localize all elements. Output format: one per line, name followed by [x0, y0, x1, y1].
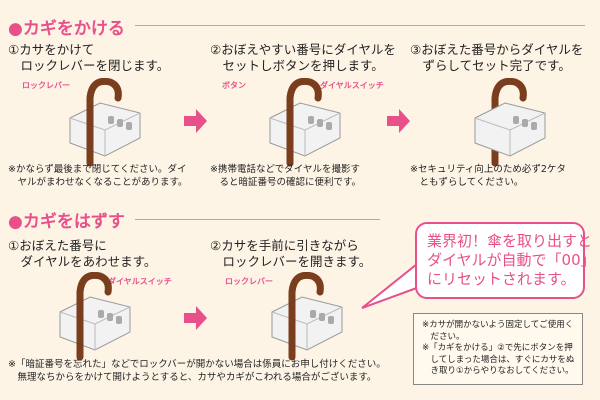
lock-note-1: ※かならず最後まで閉じてください。ダイ ヤルがまわせなくなることがあります。 [8, 164, 188, 188]
reset-callout: 業界初！傘を取り出すと ダイヤルが自動で「00」 にリセットされます。 [415, 222, 596, 299]
lock-note-2: ※携帯電話などでダイヤルを撮影す ると暗証番号の確認に便利です。 [210, 164, 362, 188]
unlock-note: ※「暗証番号を忘れた」などでロックバーが開かない場合は係員にお申し付けください。… [8, 359, 386, 383]
divider [135, 25, 585, 26]
lock-step-3: ③おぼえた番号からダイヤルを ずらしてセット完了です。 [410, 42, 584, 73]
arrow-right-icon [184, 109, 207, 133]
divider [135, 219, 380, 220]
lock-step-1: ①カサをかけて ロックレバーを閉じます。 [8, 42, 170, 73]
lock-lever-label: ロックレバー [22, 81, 70, 90]
unlock-step-1: ①おぼえた番号に ダイヤルをあわせます。 [8, 238, 157, 269]
unlock-step-2: ②カサを手前に引きながら ロックレバーを開きます。 [210, 238, 372, 269]
dial-switch-label: ダイヤルスイッチ [108, 277, 172, 286]
section-title-lock: ●カギをかける [8, 19, 125, 39]
caution-box: ※カサが開かないよう固定してご使用く ださい。 ※「カギをかける」②で先にボタン… [413, 313, 583, 385]
lock-illustration-3 [474, 78, 546, 168]
unlock-illustration-1 [59, 272, 131, 362]
lock-step-2: ②おぼえやすい番号にダイヤルを セットしボタンを押します。 [210, 42, 396, 73]
arrow-right-icon [184, 306, 207, 330]
lock-illustration-1 [69, 78, 141, 168]
dial-switch-label: ダイヤルスイッチ [320, 81, 384, 90]
unlock-illustration-2 [271, 272, 343, 362]
lock-note-3: ※セキュリティ向上のため必ず2ケタ ともずらしてください。 [410, 164, 566, 188]
arrow-right-icon [387, 109, 410, 133]
bubble-tail [361, 259, 423, 309]
button-label: ボタン [222, 81, 246, 90]
lock-lever-label: ロックレバー [225, 277, 273, 286]
lock-illustration-2 [269, 78, 341, 168]
section-title-unlock: ●カギをはずす [8, 212, 125, 232]
